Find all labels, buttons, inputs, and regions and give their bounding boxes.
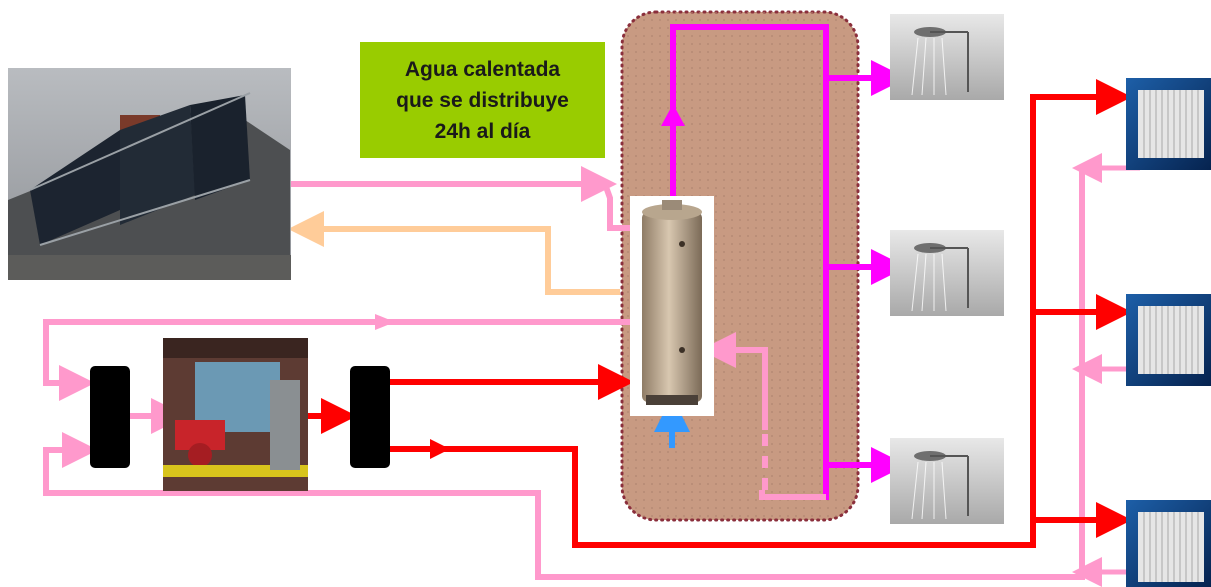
radiator-photo-2	[1126, 294, 1211, 386]
recirculation-pipe	[759, 490, 826, 500]
label-line-2: que se distribuye	[396, 88, 569, 112]
solar-return-pipe	[288, 211, 620, 295]
water-heater-tank-photo	[630, 196, 714, 416]
label-line-1: Agua calentada	[404, 57, 561, 81]
label-line-3: 24h al día	[434, 119, 531, 143]
manifold-right	[350, 366, 390, 468]
shower-photo-1	[890, 14, 1004, 100]
hot-water-label: Agua calentada que se distribuye 24h al …	[360, 42, 605, 158]
return-loop-top	[43, 319, 637, 401]
shower-photo-3	[890, 438, 1004, 524]
boiler-photo	[163, 338, 308, 491]
shower-photo-2	[890, 230, 1004, 316]
radiator-photo-1	[1126, 78, 1211, 170]
radiator-photo-3	[1126, 500, 1211, 587]
radiator-supply-pipe	[385, 79, 1132, 548]
solar-panels-photo	[8, 68, 291, 280]
manifold-left	[90, 366, 130, 468]
